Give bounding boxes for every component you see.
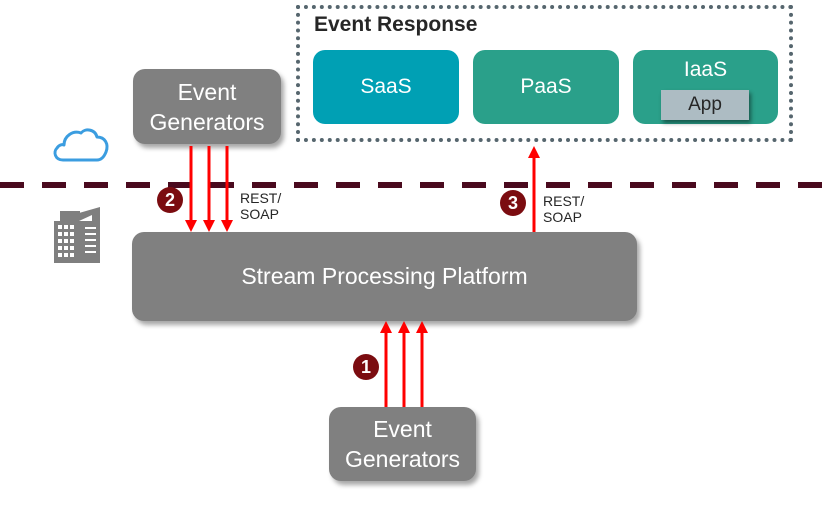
generators-line2: Generators: [149, 108, 265, 135]
cloud-onprem-boundary: [0, 182, 829, 188]
event-response-title: Event Response: [314, 13, 478, 36]
generators-line1: Event: [177, 78, 237, 105]
event-response-container: [296, 5, 793, 142]
generators-line1: Event: [373, 416, 432, 442]
step-badge-1: 1: [353, 354, 379, 380]
step-badge-3: 3: [500, 190, 526, 216]
paas-tile[interactable]: PaaS: [473, 50, 619, 124]
cloud-icon: [53, 128, 109, 162]
event-generators-onprem[interactable]: Event Generators: [329, 407, 476, 481]
step-badge-2: 2: [157, 187, 183, 213]
event-generators-cloud[interactable]: Event Generators: [133, 69, 281, 144]
protocol-label-step2: REST/ SOAP: [240, 190, 282, 222]
app-box[interactable]: App: [661, 90, 749, 120]
saas-tile[interactable]: SaaS: [313, 50, 459, 124]
platform-label: Stream Processing Platform: [241, 263, 528, 289]
stream-processing-platform[interactable]: Stream Processing Platform: [132, 232, 637, 321]
protocol-label-step3: REST/ SOAP: [543, 193, 585, 225]
building-icon: [54, 207, 100, 263]
generators-line2: Generators: [344, 446, 461, 472]
